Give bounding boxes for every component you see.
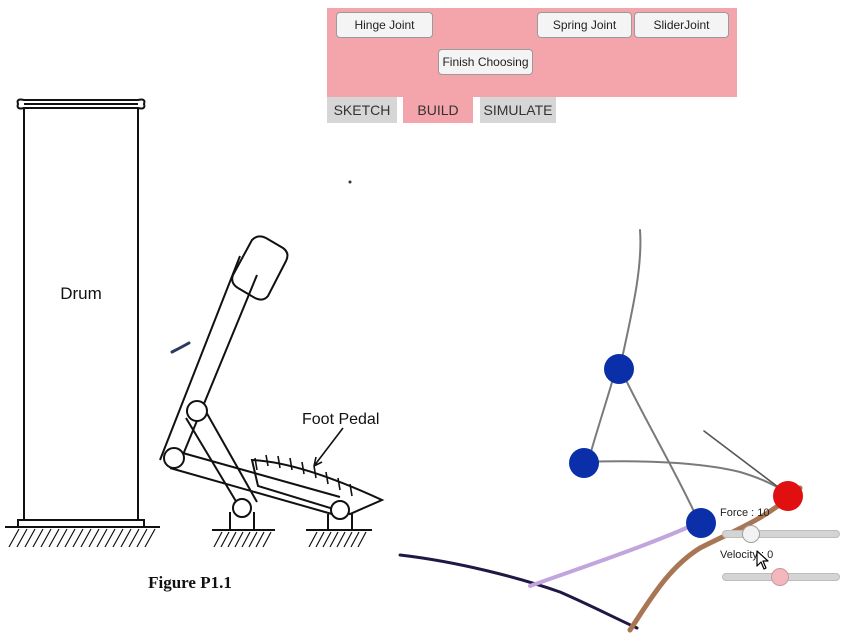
force-slider-thumb[interactable]	[741, 525, 760, 543]
stray-dot	[348, 180, 352, 184]
mechanism[interactable]	[398, 229, 803, 633]
gray-link-left[interactable]	[587, 371, 616, 463]
velocity-slider-thumb[interactable]	[770, 568, 789, 586]
hinge-joint-button[interactable]: Hinge Joint	[336, 12, 433, 38]
force-label: Force : 10	[720, 507, 770, 519]
navy-stroke[interactable]	[398, 553, 639, 630]
pivot-pin-left	[163, 447, 185, 469]
finish-choosing-button[interactable]: Finish Choosing	[438, 49, 533, 75]
tab-simulate[interactable]: SIMULATE	[480, 97, 556, 123]
tab-sketch[interactable]: SKETCH	[327, 97, 397, 123]
drum-label: Drum	[60, 284, 102, 303]
joint-panel: Hinge Joint Spring Joint SliderJoint Fin…	[327, 8, 737, 97]
force-arrow[interactable]	[703, 430, 783, 491]
pedal-pointer-arrow	[313, 427, 344, 467]
mouse-pointer-icon	[756, 550, 769, 570]
pivot-pin-mid	[232, 498, 252, 518]
support-bases	[212, 512, 372, 548]
joint-left[interactable]	[569, 448, 599, 478]
pedal-label: Foot Pedal	[302, 411, 379, 428]
upper-pin	[186, 400, 208, 422]
velocity-slider[interactable]	[722, 568, 840, 586]
connecting-link	[185, 409, 258, 509]
joint-red[interactable]	[773, 481, 803, 511]
brown-stroke[interactable]	[627, 485, 803, 633]
drum-drawing	[5, 98, 160, 548]
gray-link-top[interactable]	[619, 229, 642, 369]
spring-joint-button[interactable]: Spring Joint	[537, 12, 632, 38]
reference-figure: Drum	[5, 98, 385, 592]
pedal-lever	[169, 449, 385, 516]
tab-build[interactable]: BUILD	[403, 97, 473, 123]
lavender-stroke[interactable]	[528, 519, 704, 588]
gray-link-right[interactable]	[621, 371, 699, 521]
drum-ground-hatch	[8, 528, 156, 548]
figure-caption: Figure P1.1	[148, 573, 232, 592]
pivot-pin-right	[330, 500, 350, 520]
gray-link-bottom[interactable]	[584, 460, 786, 493]
stray-stroke	[170, 341, 191, 354]
slider-joint-button[interactable]: SliderJoint	[634, 12, 729, 38]
force-slider[interactable]	[722, 525, 840, 543]
joint-top[interactable]	[604, 354, 634, 384]
joint-bottom[interactable]	[686, 508, 716, 538]
